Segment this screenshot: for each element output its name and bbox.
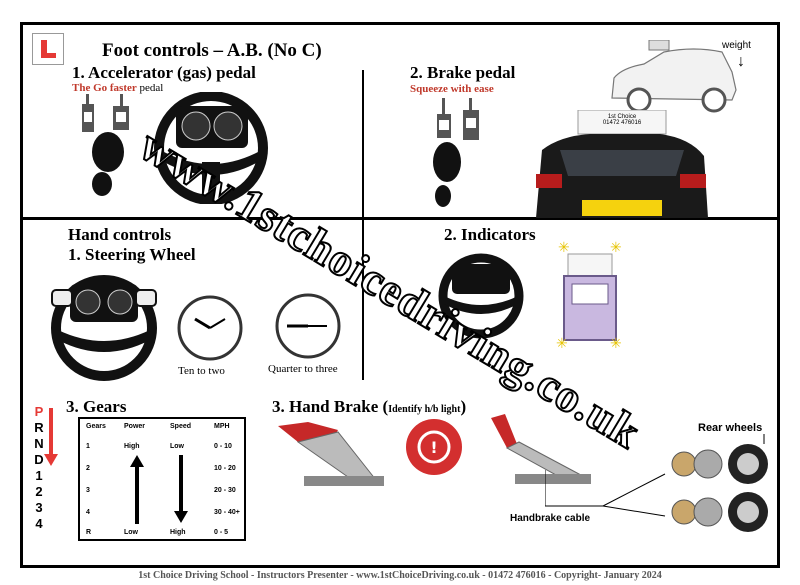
gear-letter: P <box>34 404 44 419</box>
gears-heading: 3. Gears <box>66 397 127 416</box>
accelerator-heading: 1. Accelerator (gas) pedal <box>72 63 256 82</box>
clock-ten-to-two-icon <box>177 295 243 361</box>
down-arrow-icon: ↓ <box>737 53 745 70</box>
handbrake-heading: 3. Hand Brake (Identify h/b light) <box>272 397 467 416</box>
car-rear-photo-icon <box>536 110 708 218</box>
steering-wheel-dashboard-icon <box>154 92 268 204</box>
gears-table-cell: 20 - 30 <box>214 487 236 494</box>
svg-text:✳: ✳ <box>556 337 568 350</box>
brake-pedal-icon <box>433 98 479 207</box>
accelerator-pedal-icon <box>82 94 129 196</box>
col-mph: MPH <box>214 423 230 430</box>
steering-wheel-heading: 1. Steering Wheel <box>68 245 196 264</box>
clock2-caption: Quarter to three <box>268 363 338 375</box>
gears-table-cell: 10 - 20 <box>214 465 236 472</box>
handbrake-warning-light-icon: ! <box>406 419 462 475</box>
gear-selector-letters: P R N D 1 2 3 4 <box>32 404 46 532</box>
gears-table-cell: 0 - 10 <box>214 443 232 450</box>
l-plate-icon <box>32 33 64 65</box>
gears-table-cell: 3 <box>86 487 90 494</box>
car-side-sketch-icon <box>611 40 737 113</box>
steering-wheel-hands-icon <box>51 275 157 381</box>
top-column-divider <box>362 70 364 217</box>
handbrake-up-icon <box>278 422 384 486</box>
weight-label: weight <box>722 40 751 51</box>
gears-table-cell: Low <box>124 529 138 536</box>
poster-frame <box>20 22 780 568</box>
indicator-car-icon: ✳ ✳ ✳ ✳ <box>556 241 622 350</box>
col-gears: Gears <box>86 423 106 430</box>
middle-column-divider <box>362 220 364 380</box>
gear-letter: 1 <box>35 468 43 483</box>
gear-letter: 3 <box>35 500 43 515</box>
gear-letter: D <box>34 452 44 467</box>
gear-letter: 2 <box>35 484 43 499</box>
red-down-arrow-icon <box>44 408 58 466</box>
gears-table-cell: 4 <box>86 509 90 516</box>
foot-controls-title: Foot controls – A.B. (No C) <box>102 40 322 61</box>
footer-text: 1st Choice Driving School - Instructors … <box>138 570 662 581</box>
handbrake-cable-label: Handbrake cable <box>510 513 591 524</box>
gears-table-cell: Low <box>170 443 184 450</box>
indicators-heading: 2. Indicators <box>444 225 536 244</box>
gears-table-cell: High <box>124 443 140 450</box>
brake-note: Squeeze with ease <box>410 83 494 95</box>
svg-text:✳: ✳ <box>558 241 570 256</box>
gear-letter: R <box>34 420 44 435</box>
gears-table-cell: 0 - 5 <box>214 529 229 536</box>
clock-quarter-to-three-icon <box>275 293 341 359</box>
gears-table-cell: R <box>86 529 92 536</box>
gear-letter: 4 <box>35 516 43 531</box>
clock1-caption: Ten to two <box>178 365 225 377</box>
section-divider <box>20 217 780 220</box>
svg-text:!: ! <box>430 438 437 457</box>
gear-letter: N <box>34 436 44 451</box>
col-power: Power <box>124 423 146 430</box>
rear-wheels-label: Rear wheels <box>698 422 763 434</box>
accelerator-note: The Go faster pedal <box>72 82 164 94</box>
svg-text:✳: ✳ <box>610 241 622 256</box>
speed-increase-arrow-icon <box>174 455 188 523</box>
svg-text:✳: ✳ <box>610 337 622 350</box>
rear-wheels-icon <box>671 434 768 532</box>
power-decrease-arrow-icon <box>130 455 144 524</box>
gears-table-cell: High <box>170 529 186 536</box>
gears-table-cell: 2 <box>86 465 90 472</box>
brake-heading: 2. Brake pedal <box>410 63 516 82</box>
handbrake-down-icon <box>491 414 591 484</box>
gears-table-cell: 1 <box>86 443 90 450</box>
indicator-wheel-icon <box>438 253 524 339</box>
col-speed: Speed <box>170 423 192 430</box>
handbrake-cable-icon <box>545 470 666 517</box>
hand-controls-title: Hand controls <box>68 225 172 244</box>
gears-table-cell: 30 - 40+ <box>214 509 240 516</box>
